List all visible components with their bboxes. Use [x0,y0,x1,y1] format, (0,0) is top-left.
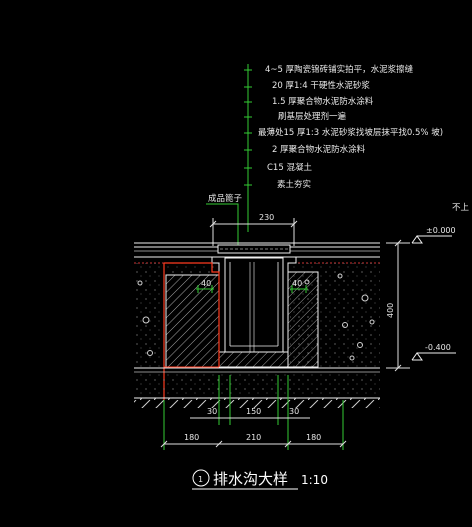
title-text: 排水沟大样 [213,470,288,488]
grate-leader [206,203,239,246]
dim-text: 180 [306,433,321,442]
dim-text: 230 [259,213,274,222]
grate-label: 成品篦子 [208,193,243,204]
right-wall [287,271,319,368]
title-scale: 1:10 [301,473,328,487]
layer-note: 2 厚聚合物水泥防水涂料 [272,144,366,155]
left-wall [165,274,220,368]
dim-text: 210 [246,433,261,442]
title-number: 1 [198,475,203,484]
elevation-markers: ±0.000 -0.400 不上 [411,203,470,361]
layer-note: 1.5 厚聚合物水泥防水涂料 [272,96,374,107]
title-circle [192,469,210,487]
channel-walls [165,271,319,368]
aggregate [342,322,348,328]
drawing-title: 1 排水沟大样 1:10 [192,469,328,490]
dim-text: 30 [207,407,217,416]
offset-dimensions: 40 40 [196,279,308,293]
layer-note: 4~5 厚陶瓷锦砖铺实拍平，水泥浆擦缝 [265,64,414,75]
aggregate [137,280,143,286]
base-layers [134,367,380,408]
aggregate [349,355,355,361]
elevation-bottom: -0.400 [425,343,451,352]
layer-note: 素土夯实 [277,179,311,190]
top-right-label: 不上 [452,203,470,213]
aggregate [147,350,153,356]
aggregate [357,342,363,348]
layer-notes: 4~5 厚陶瓷锦砖铺实拍平，水泥浆擦缝 20 厚1:4 干硬性水泥砂浆 1.5 … [244,64,443,232]
channel-interior [211,244,297,353]
aggregate [337,273,343,279]
dim-text: 30 [289,407,299,416]
aggregate [361,294,369,302]
dim-text: 150 [246,407,261,416]
channel-base [218,351,289,368]
dim-text: 180 [184,433,199,442]
aggregate [142,316,150,324]
grate [217,244,291,254]
bottom-dimensions: 30 150 30 180 210 180 [160,375,347,450]
dim-text: 40 [201,279,211,288]
layer-note: 刷基层处理剂一遍 [278,111,347,122]
aggregate [369,319,375,325]
layer-note: 20 厚1:4 干硬性水泥砂浆 [272,80,370,91]
depth-dimension: 400 [386,239,410,372]
compacted-soil [134,398,380,408]
elevation-top: ±0.000 [426,226,456,235]
grate-callout: 成品篦子 [206,193,243,246]
layer-note: C15 混凝土 [267,162,312,173]
grate-width-dimension: 230 [209,213,298,246]
dim-text: 400 [386,303,395,318]
dim-text: 40 [292,279,302,288]
layer-note: 最薄处15 厚1:3 水泥砂浆找坡层抹平找0.5% 坡) [258,127,443,138]
